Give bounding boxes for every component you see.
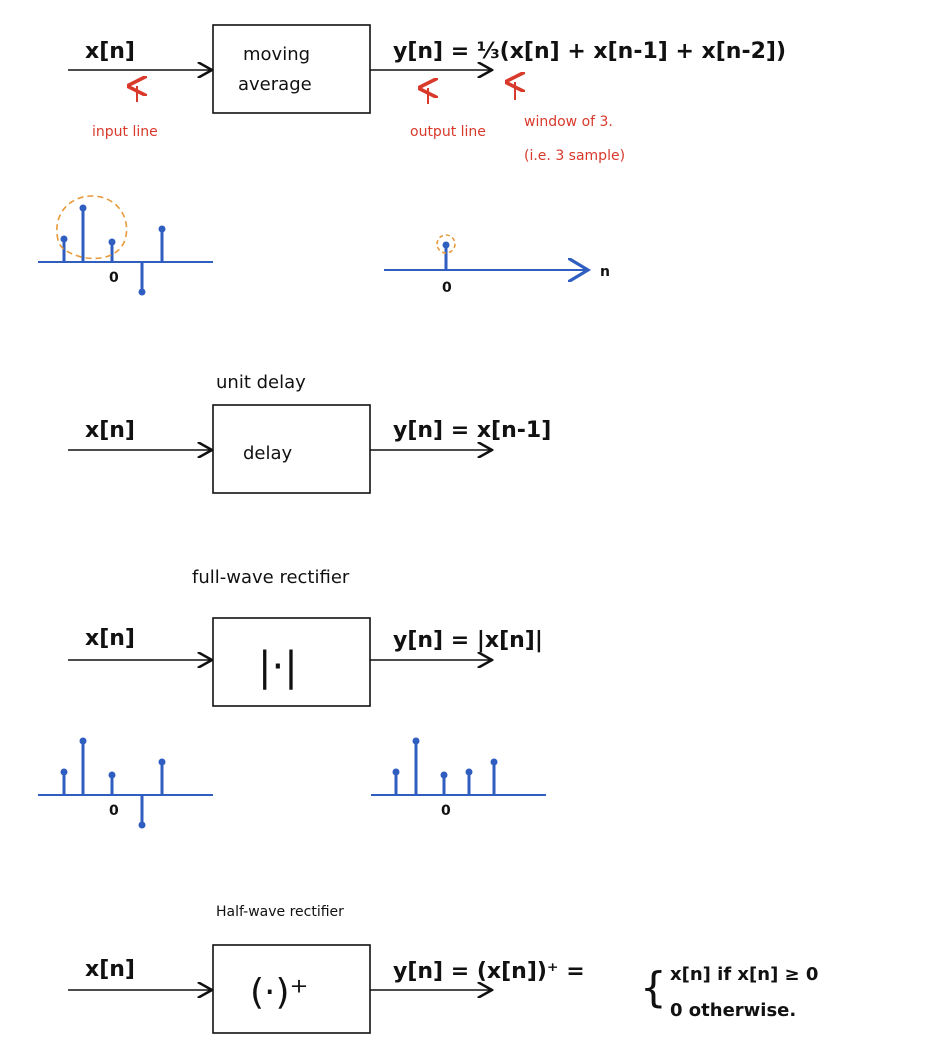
window-note-line2: (i.e. 3 sample)	[524, 148, 625, 164]
stem-point	[412, 737, 420, 745]
stem-point	[158, 758, 166, 766]
output-equation: y[n] = x[n-1]	[393, 418, 551, 443]
abs-block	[212, 617, 371, 707]
input-label: x[n]	[85, 418, 135, 443]
stem-point	[60, 768, 68, 776]
stem-point	[442, 241, 450, 249]
section-title: full-wave rectifier	[192, 567, 350, 588]
input-label: x[n]	[85, 39, 135, 64]
output-stem-plot: 0 n	[384, 234, 610, 296]
stem-point	[138, 288, 146, 296]
stem-point	[158, 225, 166, 233]
case-brace: {	[640, 963, 667, 1012]
window-note-line1: window of 3.	[524, 114, 613, 130]
section-unit-delay: unit delay x[n] delay y[n] = x[n-1]	[68, 372, 551, 494]
zero-label: 0	[109, 803, 119, 819]
block-label: (·)⁺	[250, 972, 309, 1013]
stem-point	[392, 768, 400, 776]
block-label: delay	[243, 443, 293, 464]
stem-point	[465, 768, 473, 776]
stem-point	[108, 238, 116, 246]
stem-point	[108, 771, 116, 779]
half-wave-block	[212, 944, 371, 1034]
stem-point	[79, 204, 87, 212]
section-moving-average: x[n] moving average y[n] = ⅓(x[n] + x[n-…	[38, 24, 786, 296]
block-label-line2: average	[238, 74, 312, 95]
zero-label: 0	[442, 280, 452, 296]
case-2: 0 otherwise.	[670, 1000, 796, 1021]
stem-point	[440, 771, 448, 779]
zero-label: 0	[109, 270, 119, 286]
input-label: x[n]	[85, 957, 135, 982]
section-full-wave-rectifier: full-wave rectifier x[n] |·| y[n] = |x[n…	[38, 567, 546, 829]
output-highlight-circle	[436, 234, 456, 254]
zero-label: 0	[441, 803, 451, 819]
moving-average-block	[212, 24, 371, 114]
input-stem-plot: 0	[38, 195, 213, 296]
input-stem-plot: 0	[38, 737, 213, 829]
delay-block	[212, 404, 371, 494]
block-label: |·|	[258, 644, 298, 690]
section-half-wave-rectifier: Half-wave rectifier x[n] (·)⁺ y[n] = (x[…	[68, 904, 818, 1034]
output-equation: y[n] = |x[n]|	[393, 628, 543, 653]
stem-point	[60, 235, 68, 243]
case-1: x[n] if x[n] ≥ 0	[670, 964, 818, 985]
output-equation: y[n] = ⅓(x[n] + x[n-1] + x[n-2])	[393, 39, 786, 64]
input-line-note: input line	[92, 124, 158, 140]
output-stem-plot: 0	[371, 737, 546, 819]
window-highlight-circle	[56, 195, 128, 260]
section-title: unit delay	[216, 372, 306, 393]
n-axis-label: n	[600, 264, 610, 280]
output-line-note: output line	[410, 124, 486, 140]
input-label: x[n]	[85, 626, 135, 651]
block-label-line1: moving	[243, 44, 310, 65]
output-equation: y[n] = (x[n])⁺ =	[393, 959, 585, 984]
stem-point	[79, 737, 87, 745]
section-title: Half-wave rectifier	[216, 904, 344, 920]
stem-point	[138, 821, 146, 829]
stem-point	[490, 758, 498, 766]
